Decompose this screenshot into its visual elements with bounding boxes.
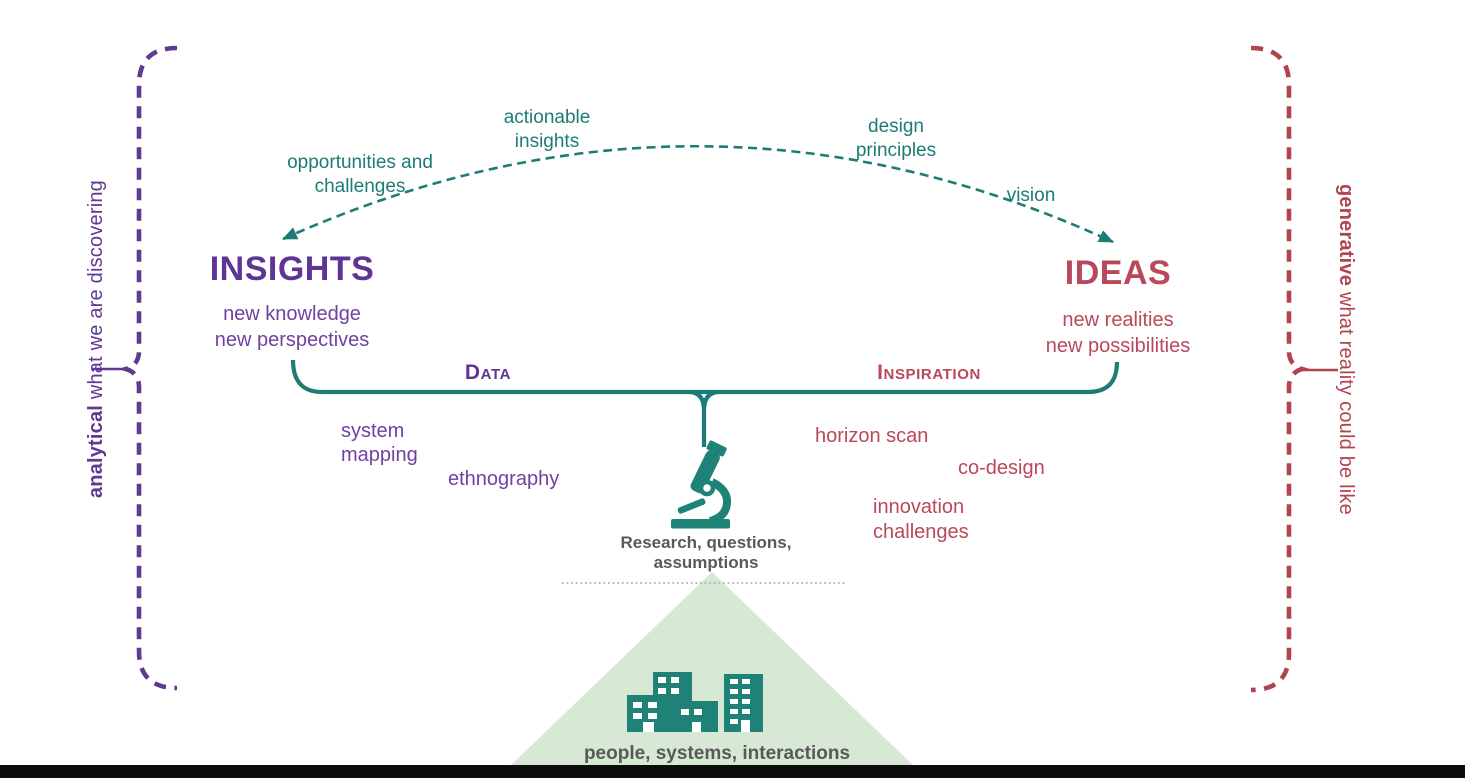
method-system-mapping: system mapping: [341, 420, 418, 466]
generative-axis-label-bold: generative: [1335, 184, 1357, 287]
analytical-axis-label-bold: analytical: [85, 404, 107, 499]
arc-label-design-principles: design principles: [855, 116, 937, 161]
generative-axis-label: generative what reality could be like: [1334, 184, 1357, 515]
research-questions-caption: Research, questions, assumptions: [620, 533, 792, 572]
buildings-icon: [627, 672, 763, 732]
arc-label-vision: vision: [1006, 185, 1056, 206]
ideas-title: IDEAS: [1064, 254, 1172, 292]
method-co-design: co-design: [958, 457, 1045, 479]
insights-ideas-arc-arrow: [282, 144, 1114, 244]
data-category-label: Data: [464, 361, 512, 384]
analytical-axis-label: analytical what we are discovering: [85, 180, 108, 498]
foundation-caption: people, systems, interactions: [583, 743, 851, 764]
generative-axis-label-rest: what reality could be like: [1335, 286, 1357, 515]
arc-label-opportunities-challenges: opportunities and challenges: [287, 152, 433, 197]
analytical-axis-label-rest: what we are discovering: [85, 180, 107, 405]
ideas-subtitle: new realities new possibilities: [1045, 309, 1191, 357]
left-analytical-bracket: [92, 45, 178, 691]
insights-subtitle: new knowledge new perspectives: [214, 303, 370, 351]
method-horizon-scan: horizon scan: [815, 425, 929, 447]
inspiration-category-label: Inspiration: [877, 361, 981, 384]
microscope-icon: [671, 440, 732, 529]
bottom-bar: [0, 765, 1465, 778]
data-inspiration-brace: [290, 359, 1120, 447]
insights-title: INSIGHTS: [209, 250, 375, 288]
method-innovation-challenges: innovation challenges: [873, 496, 969, 543]
method-ethnography: ethnography: [448, 468, 560, 490]
foundation-triangle: [510, 572, 914, 766]
arc-label-actionable-insights: actionable insights: [503, 107, 591, 152]
right-generative-bracket: [1250, 45, 1338, 693]
